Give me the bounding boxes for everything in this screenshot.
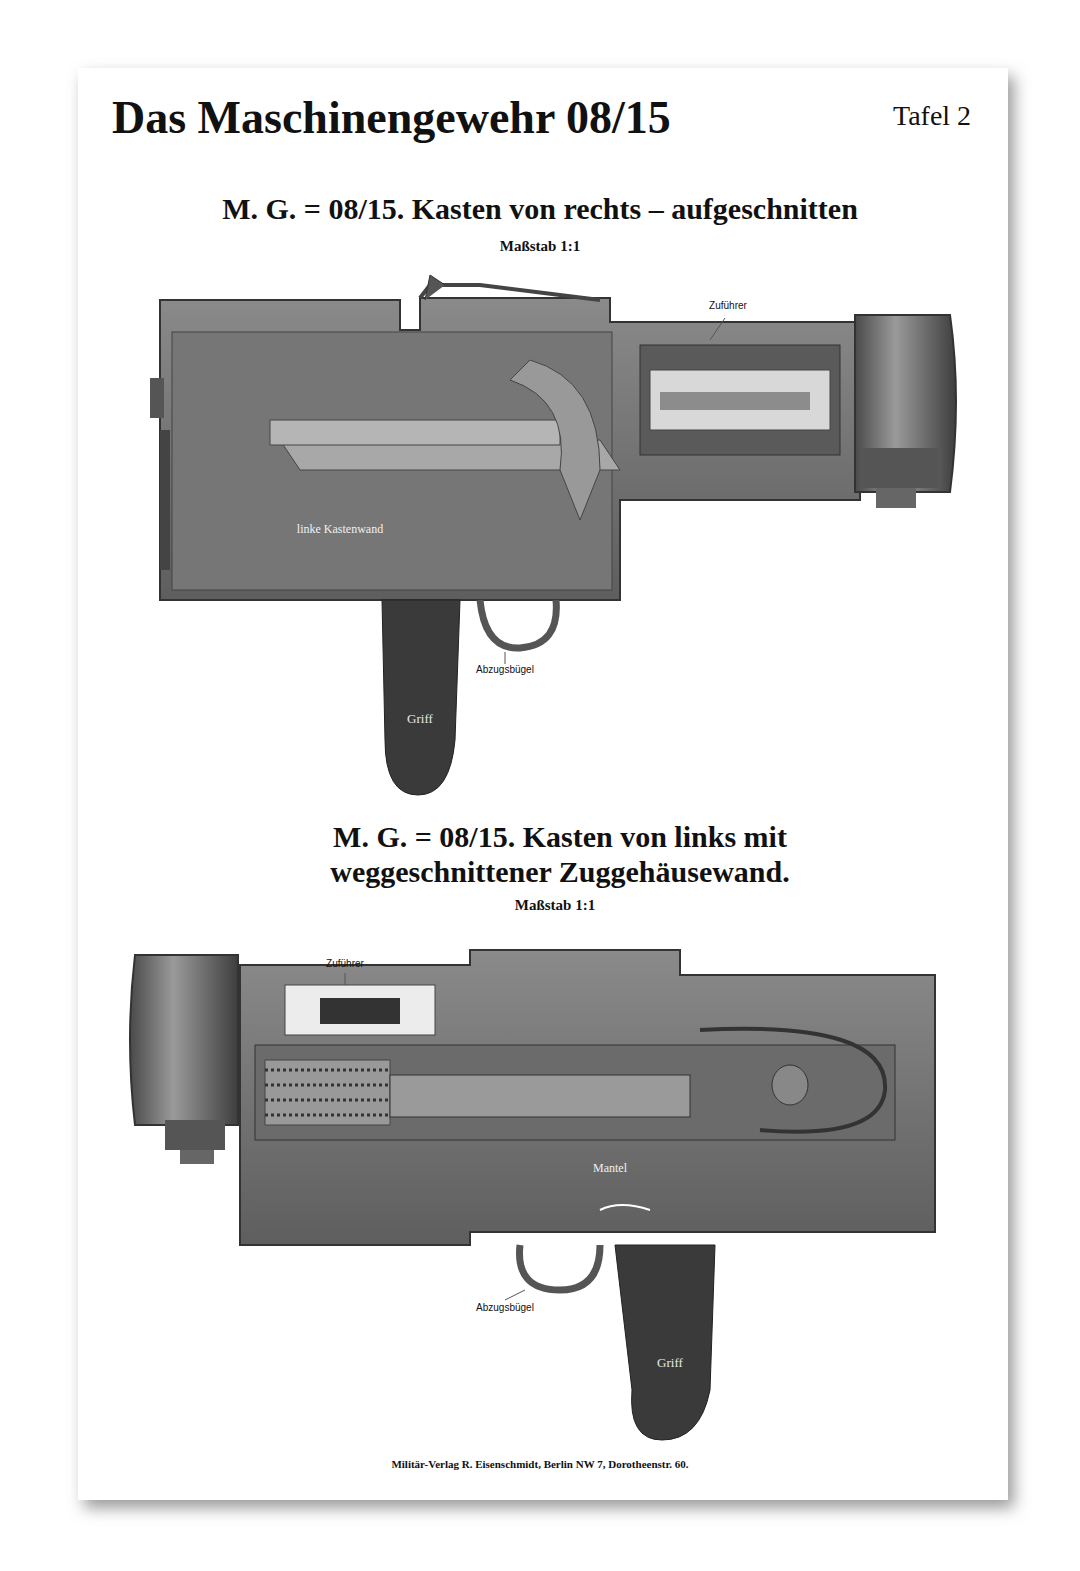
scale-note: Maßstab 1:1 (515, 897, 595, 914)
page-title: Das Maschinengewehr 08/15 (112, 92, 671, 145)
plate-number: Tafel 2 (893, 100, 971, 132)
part-label: Zuführer (326, 958, 364, 970)
part-label: Griff (407, 712, 433, 727)
figure-heading: M. G. = 08/15. Kasten von links mit wegg… (260, 820, 860, 889)
part-label: Zuführer (709, 300, 747, 312)
part-label: linke Kastenwand (297, 523, 383, 537)
gun-left-view (130, 950, 935, 1440)
part-label: Griff (657, 1356, 683, 1371)
part-label: Abzugsbügel (476, 1302, 534, 1314)
figure-heading: M. G. = 08/15. Kasten von rechts – aufge… (222, 192, 858, 227)
gun-right-view (150, 275, 956, 795)
part-label: Abzugsbügel (476, 664, 534, 676)
publisher-note: Militär-Verlag R. Eisenschmidt, Berlin N… (391, 1458, 688, 1471)
scale-note: Maßstab 1:1 (500, 238, 580, 255)
part-label: Mantel (593, 1162, 627, 1176)
